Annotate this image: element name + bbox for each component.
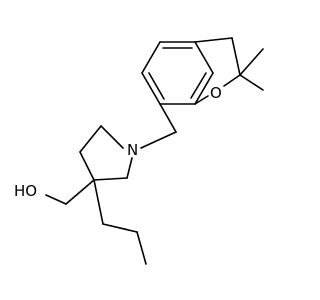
bond-o-aryl: [194, 95, 209, 105]
bond-c2-c3: [79, 125, 102, 153]
bond-n-c2: [100, 125, 124, 149]
bond-methyl-2: [239, 74, 264, 91]
bond-ch2-cq: [231, 37, 241, 76]
hydroxyl-group: HO: [14, 182, 37, 200]
ring-oxygen-atom: O: [210, 84, 222, 102]
bond-c4-c5: [93, 177, 128, 181]
bond-propyl-1: [93, 179, 104, 225]
bond-ch2n-n: [140, 131, 177, 149]
bond-benzene-5: [194, 72, 214, 105]
bond-benzene-2: [141, 41, 161, 74]
bond-c4-ch2oh: [65, 179, 95, 205]
bond-propyl-3: [136, 231, 147, 265]
bond-benzene-3: [141, 72, 161, 105]
bond-ch2-aryl: [194, 37, 233, 43]
bond-benzene-6: [194, 41, 214, 74]
bond-benzene-5-inner: [190, 72, 207, 99]
bond-cq-o: [223, 74, 241, 87]
molecule-structure: N O HO: [14, 37, 264, 265]
bond-ch2-oh: [45, 194, 67, 205]
bonds: [45, 37, 264, 265]
bond-propyl-2: [102, 223, 138, 233]
bond-aryl-ch2n: [159, 103, 177, 133]
nitrogen-atom: N: [127, 141, 138, 159]
bond-c5-n: [126, 157, 133, 179]
bond-methyl-1: [239, 48, 264, 76]
atom-labels: N O HO: [14, 84, 222, 200]
bond-c3-c4: [79, 151, 95, 181]
bond-benzene-3-inner: [148, 72, 165, 100]
